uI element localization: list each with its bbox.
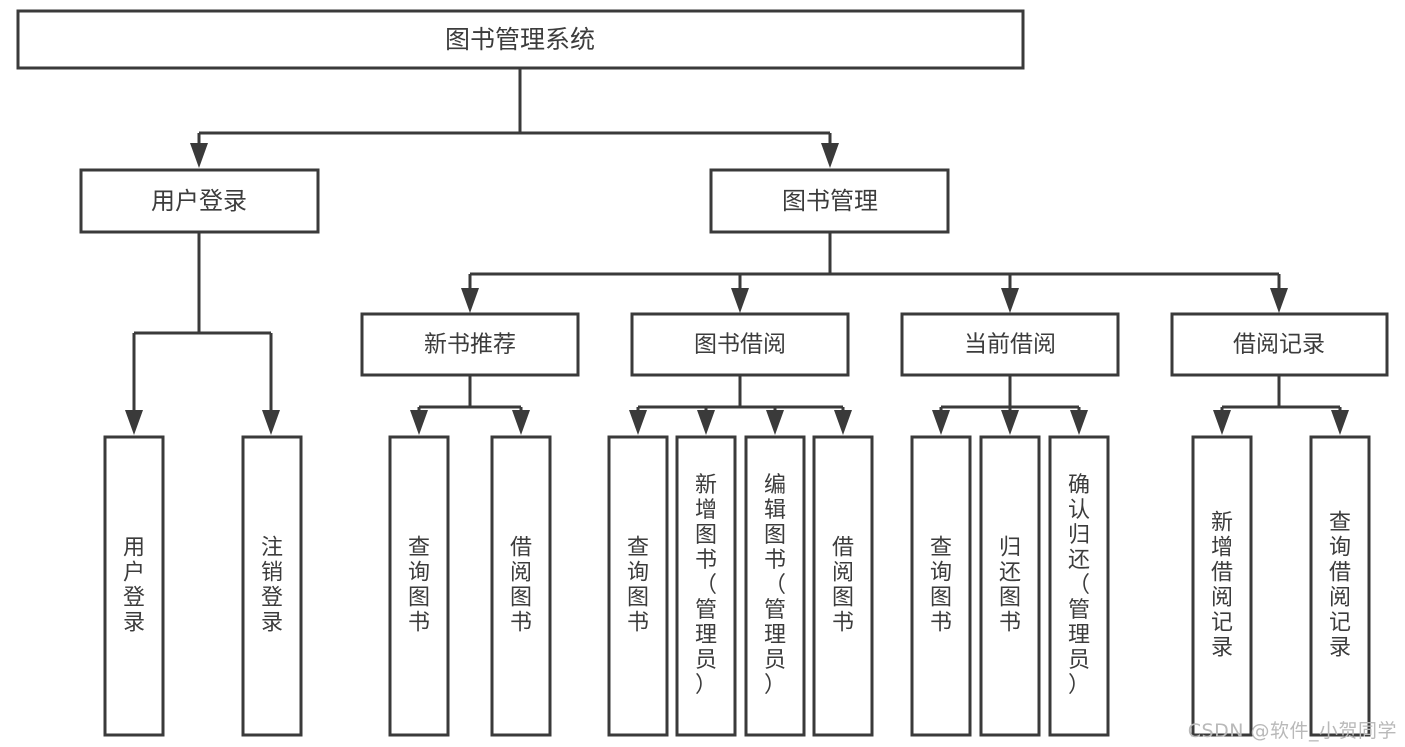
connector-group-root [190,68,839,168]
leaf-logout-label: 注销登录 [261,536,283,636]
watermark-text: CSDN @软件_小贺同学 [1187,720,1397,742]
node-borrow-record[interactable]: 借阅记录 [1170,312,1389,377]
connector-group-book-borrow [629,375,852,435]
connector-group-book-management [461,232,1288,313]
leaf-borrow-add-box[interactable] [675,435,737,737]
leaf-newbook-borrow-label: 借阅图书 [510,536,532,636]
leaf-user-login-label: 用户登录 [123,536,145,636]
node-new-book-recommend[interactable]: 新书推荐 [360,312,580,377]
leaf-borrow-add-label: 新增图书（管理员） [695,473,717,698]
leaf-borrow-edit-label: 编辑图书（管理员） [764,473,786,698]
leaf-newbook-borrow-box[interactable] [490,435,552,737]
arrow-head-icon [1070,410,1088,435]
connector-group-borrow-record [1213,375,1349,435]
node-book-management-label: 图书管理 [782,187,878,215]
leaf-node[interactable]: 查询借阅记录 [1309,435,1371,737]
arrow-head-icon [512,410,530,435]
node-book-borrow-label: 图书借阅 [694,332,786,358]
leaf-node[interactable]: 查询图书 [388,435,450,737]
node-book-borrow-box[interactable] [630,312,850,377]
arrow-head-icon [834,410,852,435]
arrow-head-icon [766,410,784,435]
node-user-login-box[interactable] [79,168,320,234]
leaf-user-login-box[interactable] [103,435,165,737]
arrow-head-icon [1331,410,1349,435]
arrow-head-icon [731,288,749,313]
leaf-borrow-query-label: 查询图书 [627,536,649,636]
leaf-record-query-label: 查询借阅记录 [1329,511,1351,661]
node-root[interactable]: 图书管理系统 [16,9,1025,70]
leaf-logout-box[interactable] [241,435,303,737]
leaf-node[interactable]: 确认归还（管理员） [1048,435,1110,737]
leaf-borrow-query-box[interactable] [607,435,669,737]
leaf-current-return-box[interactable] [979,435,1041,737]
arrow-head-icon [125,410,143,435]
leaf-node[interactable]: 借阅图书 [812,435,874,737]
arrow-head-icon [629,410,647,435]
arrow-head-icon [262,410,280,435]
leaf-borrow-lend-label: 借阅图书 [832,536,854,636]
leaf-node[interactable]: 归还图书 [979,435,1041,737]
leaf-current-confirm-box[interactable] [1048,435,1110,737]
node-user-login-label: 用户登录 [151,187,247,215]
arrow-head-icon [1213,410,1231,435]
leaf-node[interactable]: 查询图书 [607,435,669,737]
node-root-label: 图书管理系统 [445,25,595,54]
arrow-head-icon [1270,288,1288,313]
leaf-borrow-lend-box[interactable] [812,435,874,737]
leaf-record-add-box[interactable] [1191,435,1253,737]
leaf-current-query-label: 查询图书 [930,536,952,636]
arrow-head-icon [1001,288,1019,313]
node-new-book-recommend-box[interactable] [360,312,580,377]
leaf-current-return-label: 归还图书 [999,536,1021,636]
arrow-head-icon [410,410,428,435]
leaf-node[interactable]: 注销登录 [241,435,303,737]
connector-group-current-borrow [932,375,1088,435]
node-book-borrow[interactable]: 图书借阅 [630,312,850,377]
leaf-node[interactable]: 查询图书 [910,435,972,737]
node-root-box[interactable] [16,9,1025,70]
leaf-node[interactable]: 借阅图书 [490,435,552,737]
leaf-record-add-label: 新增借阅记录 [1211,511,1233,661]
arrow-head-icon [461,288,479,313]
leaf-node[interactable]: 新增借阅记录 [1191,435,1253,737]
leaf-node[interactable]: 编辑图书（管理员） [744,435,806,737]
node-current-borrow-box[interactable] [900,312,1120,377]
node-book-management-box[interactable] [709,168,950,234]
leaf-record-query-box[interactable] [1309,435,1371,737]
leaf-borrow-edit-box[interactable] [744,435,806,737]
node-book-management[interactable]: 图书管理 [709,168,950,234]
node-borrow-record-label: 借阅记录 [1233,332,1325,358]
leaf-current-query-box[interactable] [910,435,972,737]
leaf-node[interactable]: 用户登录 [103,435,165,737]
node-user-login[interactable]: 用户登录 [79,168,320,234]
leaf-newbook-query-box[interactable] [388,435,450,737]
arrow-head-icon [932,410,950,435]
node-new-book-recommend-label: 新书推荐 [424,332,516,358]
leaf-newbook-query-label: 查询图书 [408,536,430,636]
connector-group-new-book [410,375,530,435]
arrow-head-icon [1001,410,1019,435]
leaf-node[interactable]: 新增图书（管理员） [675,435,737,737]
arrow-head-icon [190,143,208,168]
node-current-borrow-label: 当前借阅 [964,332,1056,358]
connector-group-user-login [125,232,280,435]
node-current-borrow[interactable]: 当前借阅 [900,312,1120,377]
node-borrow-record-box[interactable] [1170,312,1389,377]
leaf-current-confirm-label: 确认归还（管理员） [1068,473,1090,698]
arrow-head-icon [697,410,715,435]
arrow-head-icon [821,143,839,168]
